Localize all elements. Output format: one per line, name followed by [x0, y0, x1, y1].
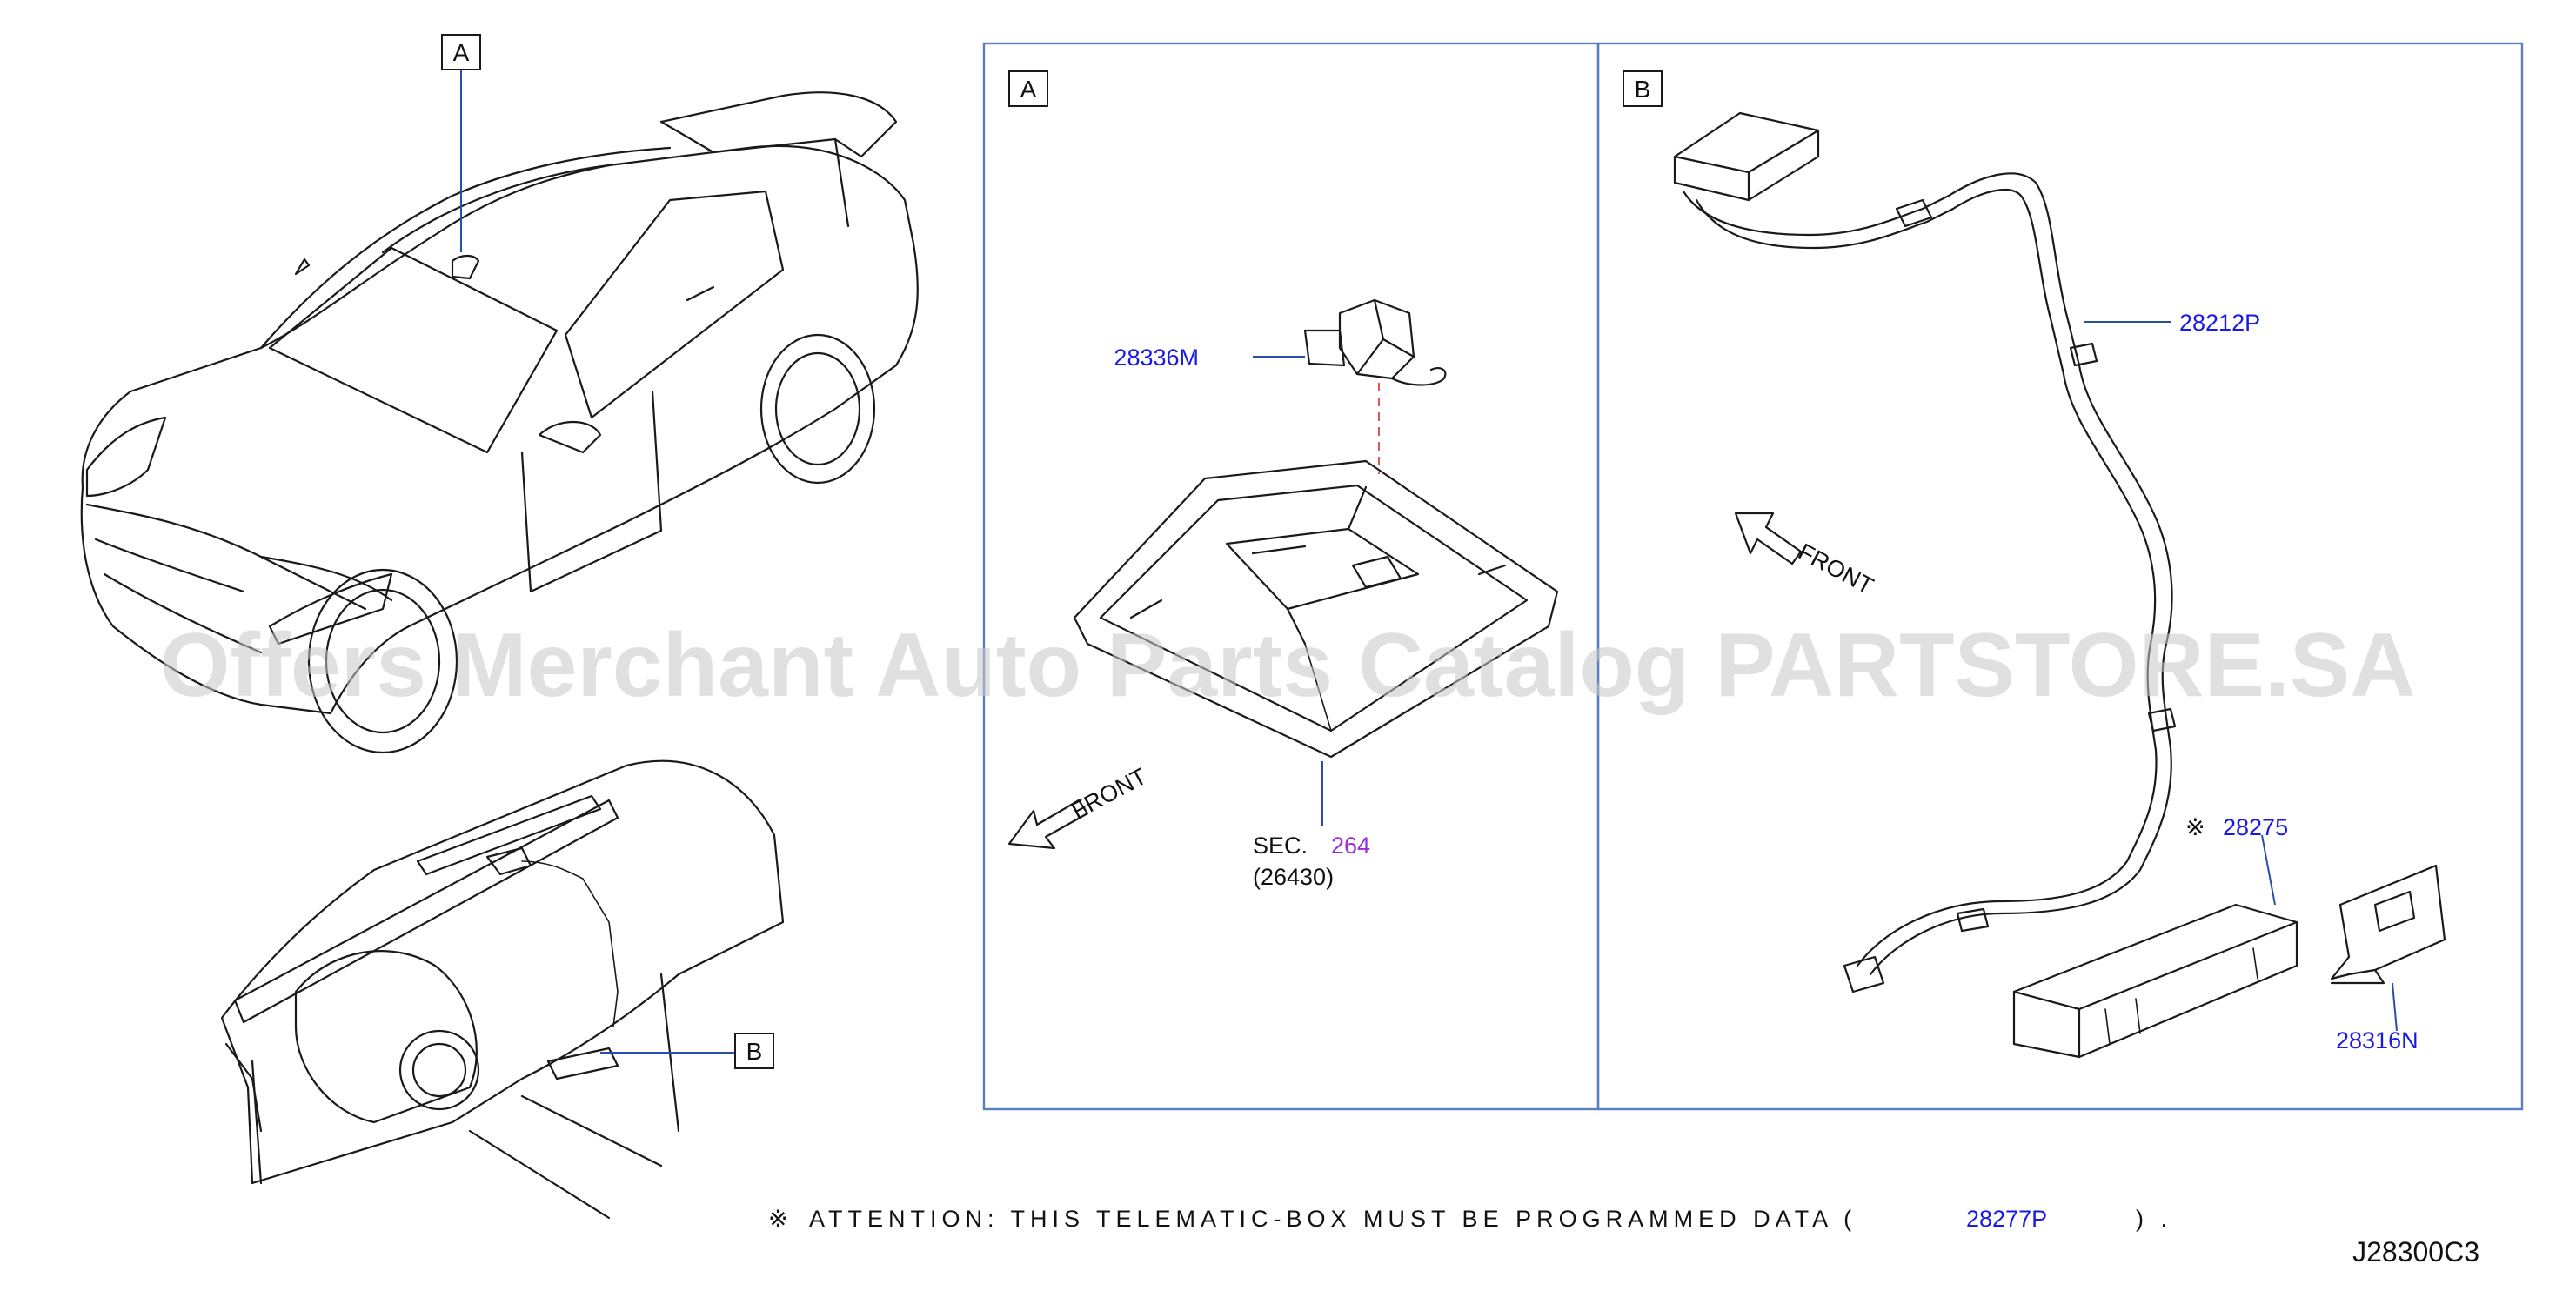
svg-text:A: A — [1020, 76, 1037, 103]
svg-text:(26430): (26430) — [1253, 864, 1334, 890]
panel-b: B 28212P FRONT — [1596, 42, 2524, 1111]
dashboard-illustration — [220, 759, 785, 1220]
svg-text:FRONT: FRONT — [1067, 763, 1151, 824]
svg-text:SEC.: SEC. — [1253, 833, 1308, 859]
panel-a: A 28336M SEC. 264 (26430) — [982, 42, 1600, 1111]
antenna-unit — [1673, 111, 1820, 202]
map-lamp-console — [1073, 459, 1559, 759]
svg-text:ATTENTION: THIS TELEMATIC-BOX: ATTENTION: THIS TELEMATIC-BOX MUST BE PR… — [809, 1206, 1857, 1232]
diagram-id: J28300C3 — [2352, 1236, 2479, 1268]
svg-text:A: A — [453, 39, 470, 66]
car-callout-a[interactable]: A — [441, 34, 481, 252]
microphone-part[interactable] — [1303, 298, 1447, 386]
front-arrow-b: FRONT — [1734, 512, 1877, 599]
telematic-box[interactable] — [2012, 903, 2298, 1059]
svg-text:※: ※ — [2185, 814, 2205, 840]
bracket-part[interactable] — [2330, 864, 2446, 985]
svg-text:FRONT: FRONT — [1794, 538, 1877, 599]
svg-text:B: B — [746, 1038, 763, 1065]
svg-text:28212P: 28212P — [2179, 310, 2260, 336]
front-arrow-a: FRONT — [1007, 763, 1151, 850]
harness-part[interactable] — [1682, 172, 2177, 993]
svg-text:B: B — [1635, 76, 1651, 103]
car-illustration — [80, 91, 919, 754]
svg-text:28275: 28275 — [2223, 814, 2288, 840]
attention-note: ※ ATTENTION: THIS TELEMATIC-BOX MUST BE … — [768, 1206, 2172, 1232]
svg-text:) .: ) . — [2136, 1206, 2172, 1232]
watermark: Offers Merchant Auto Parts Catalog PARTS… — [160, 615, 2416, 716]
svg-text:264: 264 — [1331, 833, 1370, 859]
dash-callout-b[interactable]: B — [600, 1033, 774, 1069]
svg-text:28277P: 28277P — [1966, 1206, 2047, 1232]
svg-text:28336M: 28336M — [1114, 344, 1199, 371]
svg-text:※: ※ — [768, 1206, 788, 1232]
svg-text:28316N: 28316N — [2336, 1027, 2419, 1054]
